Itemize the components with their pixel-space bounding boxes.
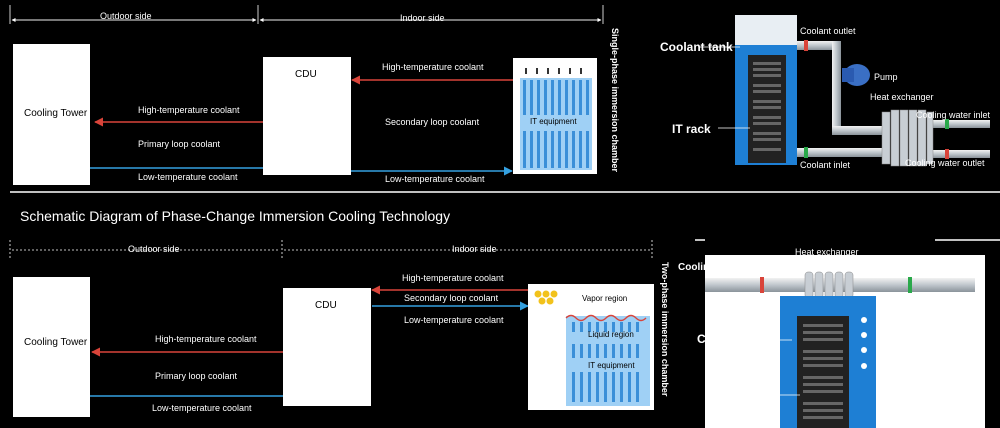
bottom-secondary-loop [371, 285, 530, 311]
bottom-cooling-tower: Cooling Tower [13, 277, 90, 417]
top-dimension-lines [9, 5, 604, 24]
bottom-immersion-chamber [528, 284, 654, 410]
top-primary-hot-label: High-temperature coolant [138, 105, 240, 115]
top-coolant-tank-label: Coolant tank [660, 40, 733, 54]
top-coolant-inlet-label: Coolant inlet [800, 160, 851, 170]
top-primary-cold-label: Low-temperature coolant [138, 172, 238, 182]
section-title: Schematic Diagram of Phase-Change Immers… [20, 208, 451, 224]
top-secondary-cold-label: Low-temperature coolant [385, 174, 485, 184]
top-outdoor-side-label: Outdoor side [100, 11, 152, 21]
bottom-coolant-tank-label: Coolant tank [697, 332, 770, 346]
bottom-chamber-label: Two-phase immersion chamber [660, 262, 670, 397]
top-cdu: CDU [263, 57, 351, 175]
top-pump-label: Pump [874, 72, 898, 82]
top-secondary-loop-label: Secondary loop coolant [385, 117, 480, 127]
top-indoor-side-label: Indoor side [400, 13, 445, 23]
top-cdu-label: CDU [295, 69, 317, 80]
top-cooling-water-inlet-label: Cooling water inlet [916, 110, 991, 120]
bottom-dimension-lines [9, 240, 653, 260]
leader-lines [700, 46, 800, 396]
bottom-indoor-side-label: Indoor side [452, 244, 497, 254]
top-cooling-tower: Cooling Tower [13, 44, 90, 185]
top-primary-loop-label: Primary loop coolant [138, 139, 221, 149]
bottom-heat-exchanger-label: Heat exchanger [795, 247, 859, 257]
top-it-equipment-label: IT equipment [530, 117, 577, 126]
bottom-it-equipment-label: IT equipment [588, 361, 635, 370]
top-coolant-outlet-label: Coolant outlet [800, 26, 856, 36]
bottom-primary-hot-label: High-temperature coolant [155, 334, 257, 344]
top-secondary-hot-label: High-temperature coolant [382, 62, 484, 72]
bottom-vapor-region-label: Vapor region [582, 294, 628, 303]
bottom-secondary-hot-label: High-temperature coolant [402, 273, 504, 283]
bottom-it-rack-label: IT rack [731, 388, 770, 402]
bottom-photo-illustration [705, 255, 985, 428]
bottom-primary-loop-label: Primary loop coolant [155, 371, 238, 381]
top-secondary-loop [350, 75, 513, 176]
top-cooling-tower-label: Cooling Tower [24, 108, 88, 119]
bottom-cooling-tower-label: Cooling Tower [24, 337, 88, 348]
top-heat-exchanger-label: Heat exchanger [870, 92, 934, 102]
top-photo-illustration [735, 15, 990, 167]
bottom-secondary-cold-label: Low-temperature coolant [404, 315, 504, 325]
top-it-rack-label: IT rack [672, 122, 711, 136]
bottom-outdoor-side-label: Outdoor side [128, 244, 180, 254]
bottom-secondary-loop-label: Secondary loop coolant [404, 293, 499, 303]
bottom-liquid-region-label: Liquid region [588, 330, 634, 339]
top-cooling-water-outlet-label: Cooling water outlet [905, 158, 985, 168]
bottom-cdu-label: CDU [315, 300, 337, 311]
bottom-cooling-water-inlet-label: Cooling water inlet [880, 262, 970, 273]
top-chamber-label: Single-phase immersion chamber [610, 28, 620, 173]
bottom-primary-cold-label: Low-temperature coolant [152, 403, 252, 413]
bottom-cdu: CDU [283, 288, 371, 406]
top-immersion-chamber [513, 58, 597, 174]
bottom-cooling-water-outlet-label: Cooling water outlet [678, 262, 775, 273]
